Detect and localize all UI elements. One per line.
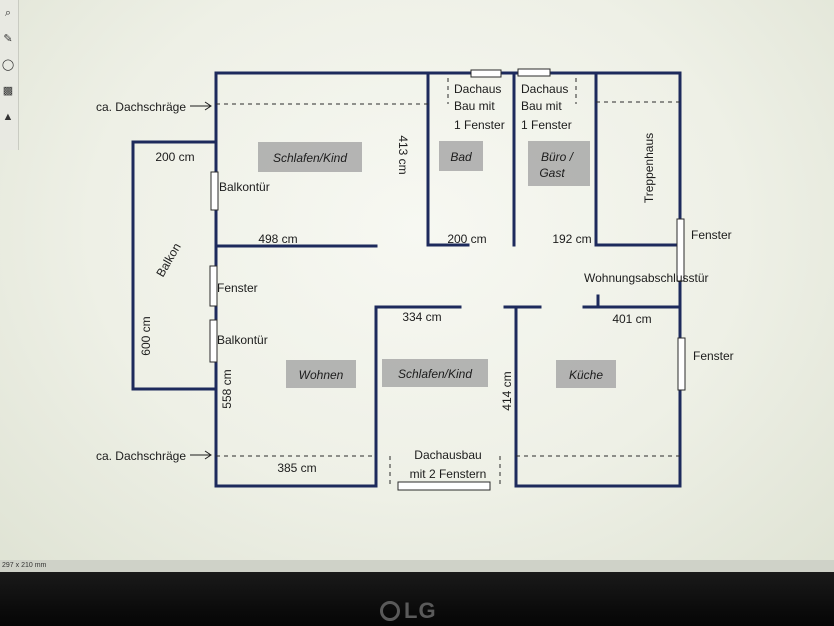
text-tool-icon[interactable]: ▩	[2, 85, 14, 97]
dimension-414: 414 cm	[500, 371, 514, 410]
room-schlafen-kind-top: Schlafen/Kind	[273, 151, 347, 165]
label-dachausbau-line2: mit 2 Fenstern	[410, 467, 487, 481]
dimension-413: 413 cm	[396, 135, 410, 174]
balcony-outline	[131, 140, 215, 391]
dimension-498: 498 cm	[258, 232, 297, 246]
label-dachaus2-line2: Bau mit	[521, 99, 562, 113]
status-bar: 297 x 210 mm	[0, 560, 834, 572]
brand-logo-icon	[380, 601, 400, 621]
room-buero-line2: Gast	[539, 166, 565, 180]
room-balkon: Balkon	[153, 241, 183, 280]
room-label-bg	[258, 142, 362, 172]
label-dachaus1-line1: Dachaus	[454, 82, 501, 96]
dimension-334: 334 cm	[402, 310, 441, 324]
dimension-385: 385 cm	[277, 461, 316, 475]
zoom-icon[interactable]: ⌕	[4, 7, 12, 19]
dimension-401: 401 cm	[612, 312, 651, 326]
dimension-200-balkon: 200 cm	[155, 150, 194, 164]
shape-icon[interactable]: ◯	[1, 59, 15, 71]
floor-plan: Schlafen/Kind Bad Büro / Gast Treppenhau…	[96, 68, 734, 491]
dimension-200-bad: 200 cm	[447, 232, 486, 246]
label-fenster-left: Fenster	[217, 281, 258, 295]
roof-slope-lines	[216, 78, 680, 486]
tool-palette: ⌕ ✎ ◯ ▩ ▲	[0, 0, 19, 150]
label-dachaus2-line3: 1 Fenster	[521, 118, 572, 132]
label-dachschraege-top: ca. Dachschräge	[96, 100, 186, 114]
room-label-bg	[382, 359, 488, 387]
room-treppenhaus: Treppenhaus	[642, 133, 656, 203]
dachschraege-arrows	[190, 101, 212, 460]
room-label-bg	[556, 360, 616, 388]
room-wohnen: Wohnen	[299, 368, 344, 382]
room-schlafen-kind-bottom: Schlafen/Kind	[398, 367, 472, 381]
brand-logo: LG	[378, 598, 437, 624]
windows	[209, 68, 686, 491]
label-wohnungsabschlusstuer: Wohnungsabschlusstür	[584, 271, 709, 285]
label-balkontuer-bottom: Balkontür	[217, 333, 268, 347]
label-fenster-right-bottom: Fenster	[693, 349, 734, 363]
dimension-192: 192 cm	[552, 232, 591, 246]
dimension-600: 600 cm	[139, 316, 153, 355]
room-label-bg	[286, 360, 356, 388]
monitor-bezel	[0, 572, 834, 626]
room-buero-line1: Büro /	[541, 150, 575, 164]
label-dachausbau-line1: Dachausbau	[414, 448, 481, 462]
room-label-bg	[439, 141, 483, 171]
label-balkontuer-top: Balkontür	[219, 180, 270, 194]
outer-walls	[214, 71, 682, 488]
pen-icon[interactable]: ✎	[3, 33, 13, 45]
label-dachschraege-bottom: ca. Dachschräge	[96, 449, 186, 463]
room-kueche: Küche	[569, 368, 603, 382]
stamp-icon[interactable]: ▲	[2, 111, 14, 123]
room-bad: Bad	[450, 150, 472, 164]
brand-name: LG	[404, 598, 437, 623]
label-dachaus2-line1: Dachaus	[521, 82, 568, 96]
dimension-558: 558 cm	[220, 369, 234, 408]
label-fenster-right-top: Fenster	[691, 228, 732, 242]
room-label-bg	[528, 141, 590, 186]
monitor-screen	[0, 0, 834, 572]
page-size-readout: 297 x 210 mm	[2, 562, 47, 569]
label-dachaus1-line3: 1 Fenster	[454, 118, 505, 132]
label-dachaus1-line2: Bau mit	[454, 99, 495, 113]
